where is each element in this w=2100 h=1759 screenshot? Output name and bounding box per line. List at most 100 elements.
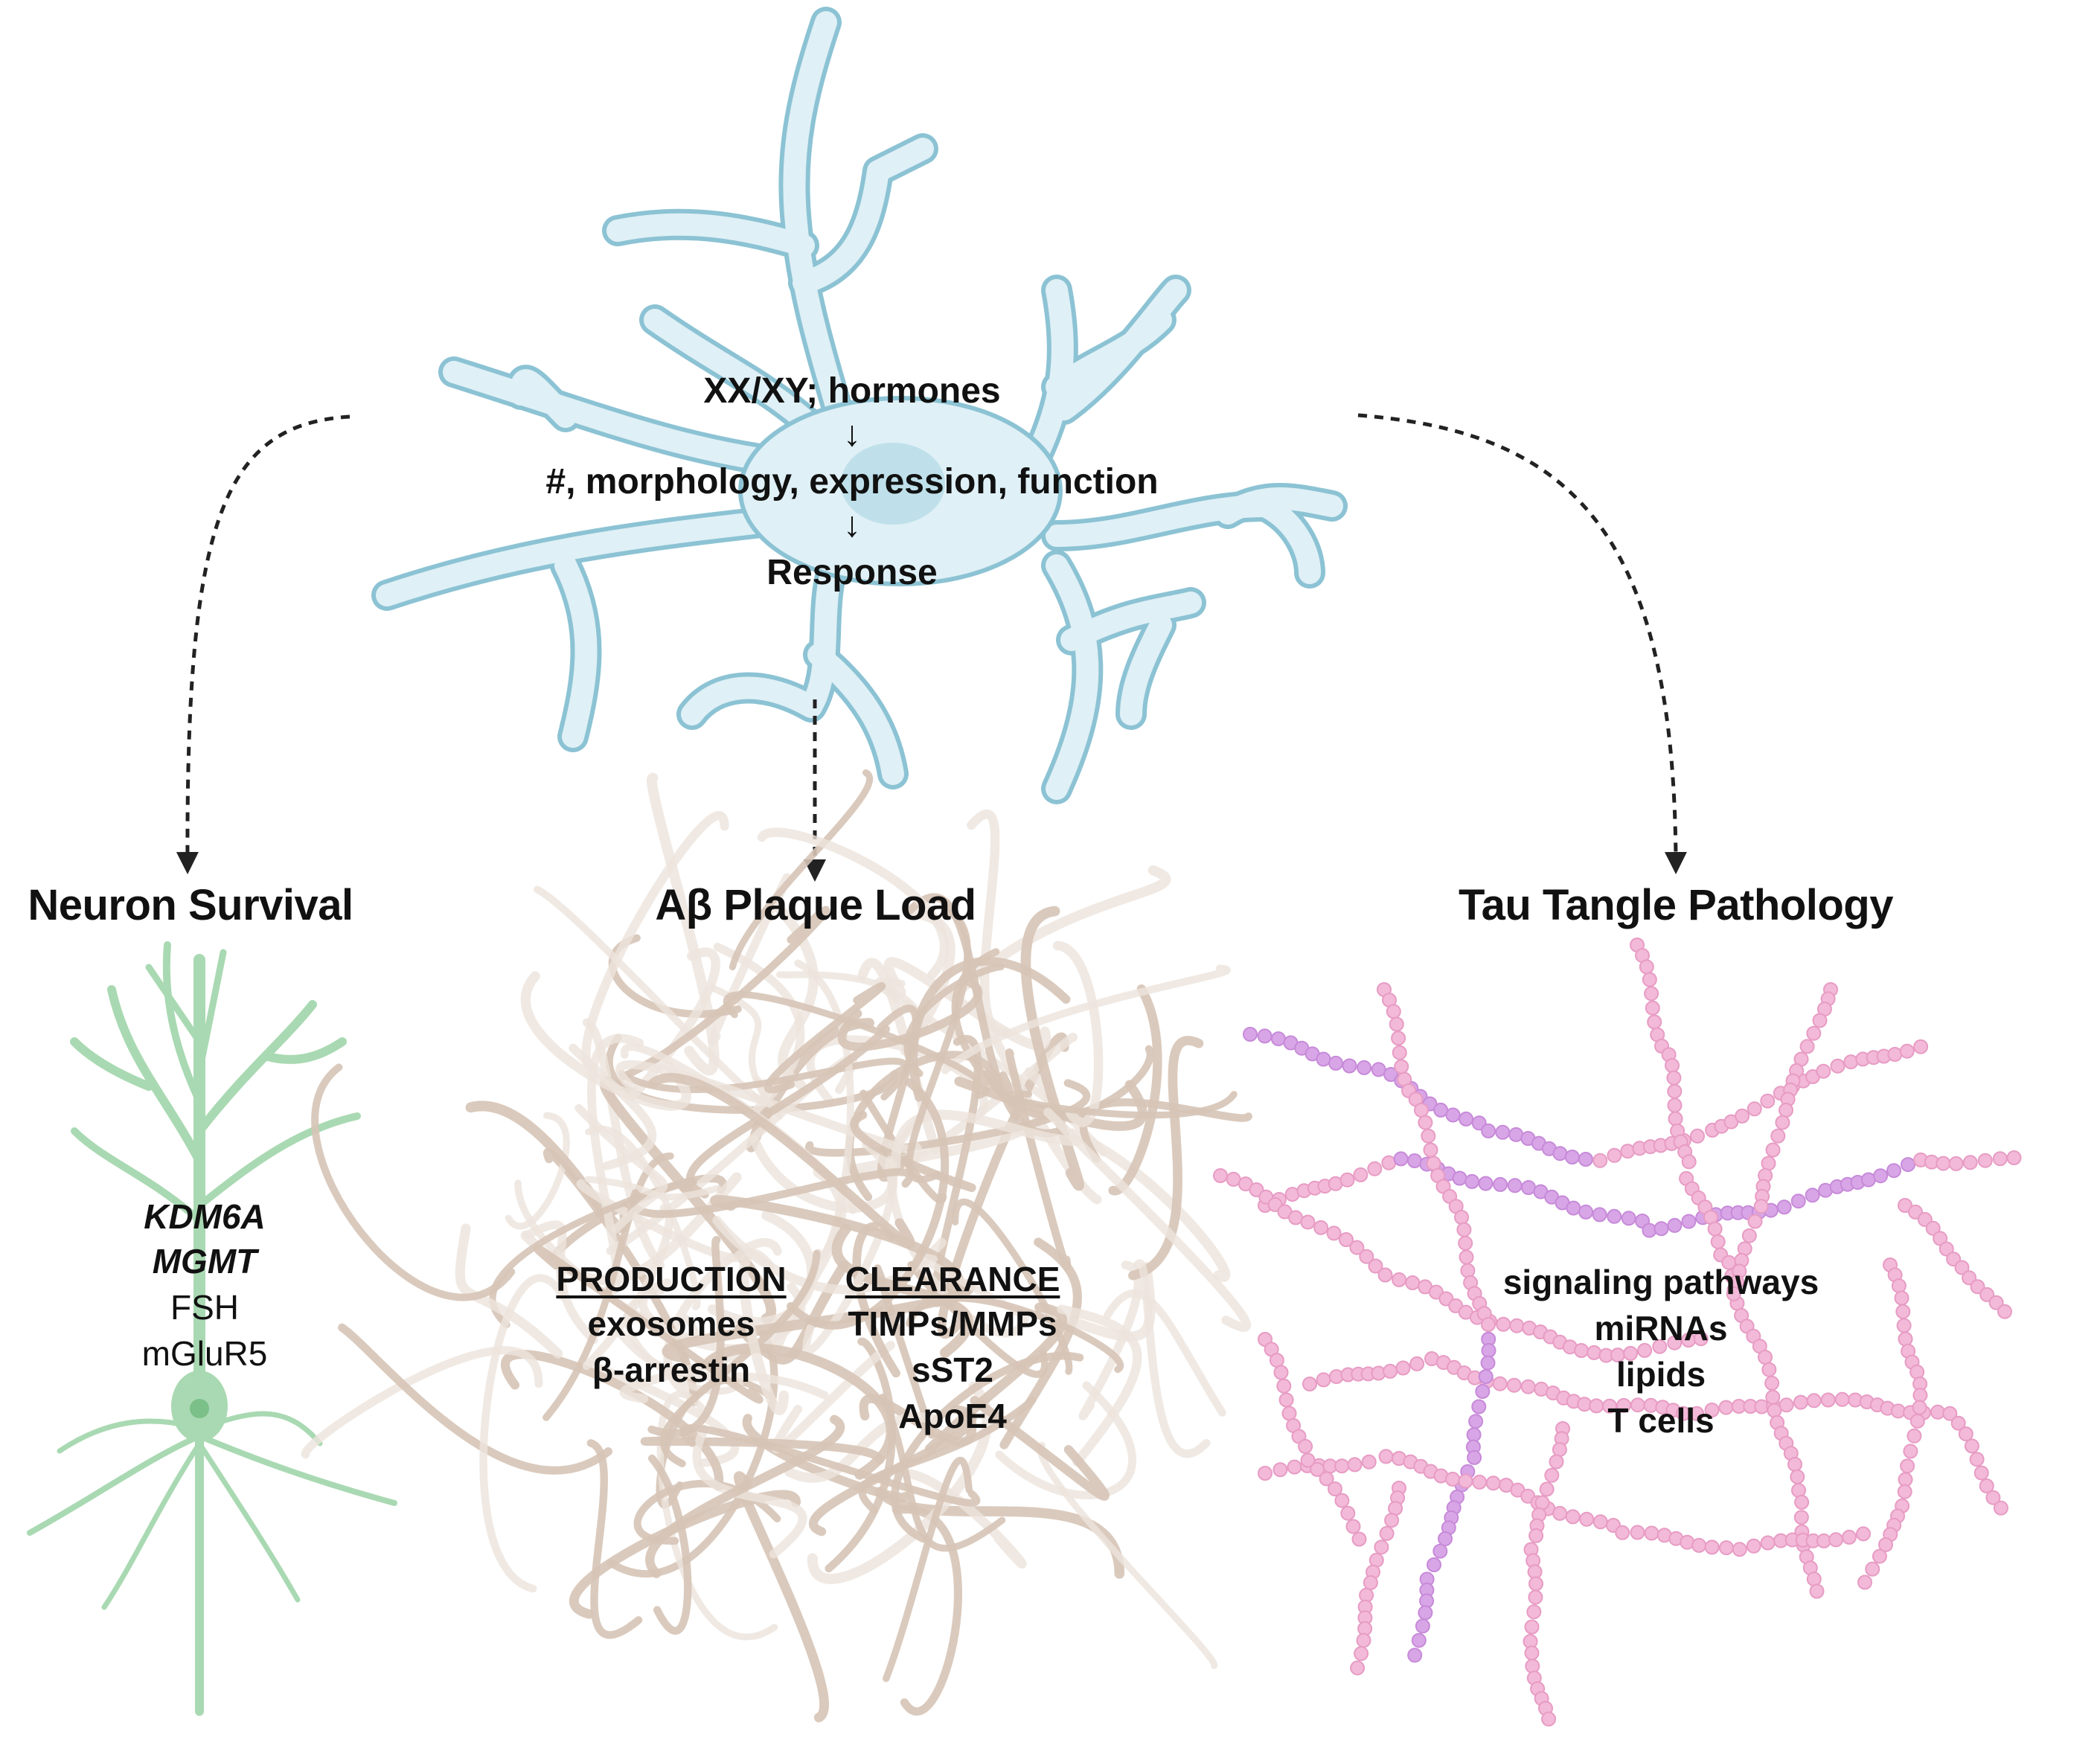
tau-bead xyxy=(1492,1376,1508,1391)
tau-bead xyxy=(1339,1232,1354,1247)
tau-bead xyxy=(1226,1171,1241,1187)
tau-bead xyxy=(1806,1571,1822,1587)
tau-bead xyxy=(1528,1589,1543,1605)
plaque-fiber xyxy=(850,1110,976,1193)
tau-bead xyxy=(1760,1535,1776,1551)
tau-bead xyxy=(1760,1093,1776,1109)
tau-bead xyxy=(1758,1350,1773,1365)
plaque-fiber xyxy=(723,991,990,1099)
tau-bead xyxy=(1363,1575,1378,1590)
tau-bead xyxy=(1707,1221,1723,1237)
tau-bead xyxy=(1958,1426,1973,1442)
tau-bead xyxy=(1351,1531,1367,1547)
tau-bead xyxy=(1913,1039,1929,1054)
tau-bead xyxy=(1799,1039,1815,1054)
tau-bead xyxy=(1690,1128,1705,1144)
plaque-fiber xyxy=(1067,1128,1231,1282)
plaque-fiber xyxy=(692,1425,807,1559)
tau-bead xyxy=(1644,1525,1659,1541)
tau-bead xyxy=(1383,1363,1398,1379)
tau-bead xyxy=(1842,1529,1857,1545)
tau-bead xyxy=(1524,1645,1540,1661)
tau-bead xyxy=(1809,1583,1825,1599)
tau-bead xyxy=(1770,1128,1786,1144)
tau-bead xyxy=(1276,1378,1292,1394)
tau-bead xyxy=(1423,1142,1438,1158)
tau-bead xyxy=(1642,972,1657,987)
clearance-item: ApoE4 xyxy=(898,1397,1007,1435)
plaque-fiber xyxy=(533,1244,764,1404)
plaque-fiber xyxy=(1020,906,1084,1191)
tau-bead xyxy=(1357,1060,1372,1075)
production-header: PRODUCTION xyxy=(556,1260,787,1298)
tau-bead xyxy=(1767,1403,1782,1418)
tau-bead xyxy=(1592,1153,1608,1168)
tau-bead xyxy=(1566,1200,1581,1216)
tau-bead xyxy=(1907,1428,1922,1444)
plaque-fiber xyxy=(883,1456,973,1682)
tau-bead xyxy=(1764,1375,1780,1391)
tau-bead xyxy=(1970,1279,1985,1295)
tau-bead xyxy=(1328,1055,1344,1071)
tau-bead xyxy=(1374,1539,1389,1555)
clearance-item: TIMPs/MMPs xyxy=(848,1304,1057,1343)
tau-bead xyxy=(1816,1533,1831,1548)
tau-bead xyxy=(1894,1290,1909,1306)
tau-bead xyxy=(1496,1316,1511,1332)
tau-bead xyxy=(1872,1548,1887,1564)
clearance-item: sST2 xyxy=(912,1351,993,1389)
plaque-fiber xyxy=(542,1152,674,1421)
tau-bead xyxy=(1630,1525,1645,1540)
tau-bead xyxy=(1411,1633,1427,1648)
plaque-fiber xyxy=(647,1073,915,1249)
tau-bead xyxy=(1607,1147,1622,1163)
tau-bead xyxy=(1391,1031,1406,1046)
tau-bead xyxy=(1534,1495,1550,1510)
tau-bead xyxy=(1526,1604,1542,1620)
tau-bead xyxy=(1415,1618,1430,1634)
tau-bead xyxy=(1873,1168,1889,1184)
tau-bead xyxy=(1481,1343,1496,1358)
plaque-fiber xyxy=(1128,1036,1204,1281)
tau-bead xyxy=(1359,1249,1374,1264)
tau-bead xyxy=(1652,1339,1668,1354)
tau-bead xyxy=(1732,1542,1747,1557)
tau-bead xyxy=(1992,1151,2008,1167)
tau-bead xyxy=(1761,1362,1777,1377)
tau-bead xyxy=(1964,1438,1979,1454)
neuron-factor-item: mGluR5 xyxy=(141,1334,268,1373)
tau-bead xyxy=(1565,1509,1581,1525)
plaque-fiber xyxy=(645,1414,845,1578)
tau-bead xyxy=(1665,1058,1680,1073)
plaque-fiber xyxy=(937,1032,1069,1339)
production-item: β-arrestin xyxy=(592,1351,751,1389)
tau-bead xyxy=(1735,1108,1750,1124)
tau-bead xyxy=(1830,1058,1845,1074)
tau-bead xyxy=(1495,1124,1511,1140)
tau-bead xyxy=(1776,1199,1792,1215)
tau-bead xyxy=(1334,1458,1350,1474)
tau-bead xyxy=(1639,959,1654,975)
tau-bead xyxy=(1899,1043,1915,1059)
tau-bead xyxy=(1478,1176,1494,1191)
tau-bead xyxy=(1912,1400,1927,1415)
tau-bead xyxy=(1549,1454,1564,1470)
tau-bead xyxy=(1718,1540,1734,1556)
plaque-fiber xyxy=(479,1274,568,1593)
tau-bead xyxy=(1509,1318,1525,1333)
neuron-survival-title: Neuron Survival xyxy=(28,881,353,929)
tau-bead xyxy=(1647,1014,1662,1030)
plaque-fiber xyxy=(501,1350,724,1491)
tau-bead xyxy=(1985,1490,2001,1505)
tau-bead xyxy=(1897,1484,1912,1499)
plaque-fiber xyxy=(925,1302,1068,1454)
tau-bead xyxy=(1856,1526,1871,1542)
tau-bead xyxy=(1452,1170,1467,1186)
production-item: exosomes xyxy=(587,1304,755,1343)
tau-bead xyxy=(1319,1471,1334,1487)
tau-bead xyxy=(1592,1514,1608,1530)
tau-bead xyxy=(1316,1051,1331,1067)
tau-bead xyxy=(1342,1058,1357,1074)
plaque-fiber xyxy=(729,769,874,971)
tau-bead xyxy=(1466,1427,1482,1443)
